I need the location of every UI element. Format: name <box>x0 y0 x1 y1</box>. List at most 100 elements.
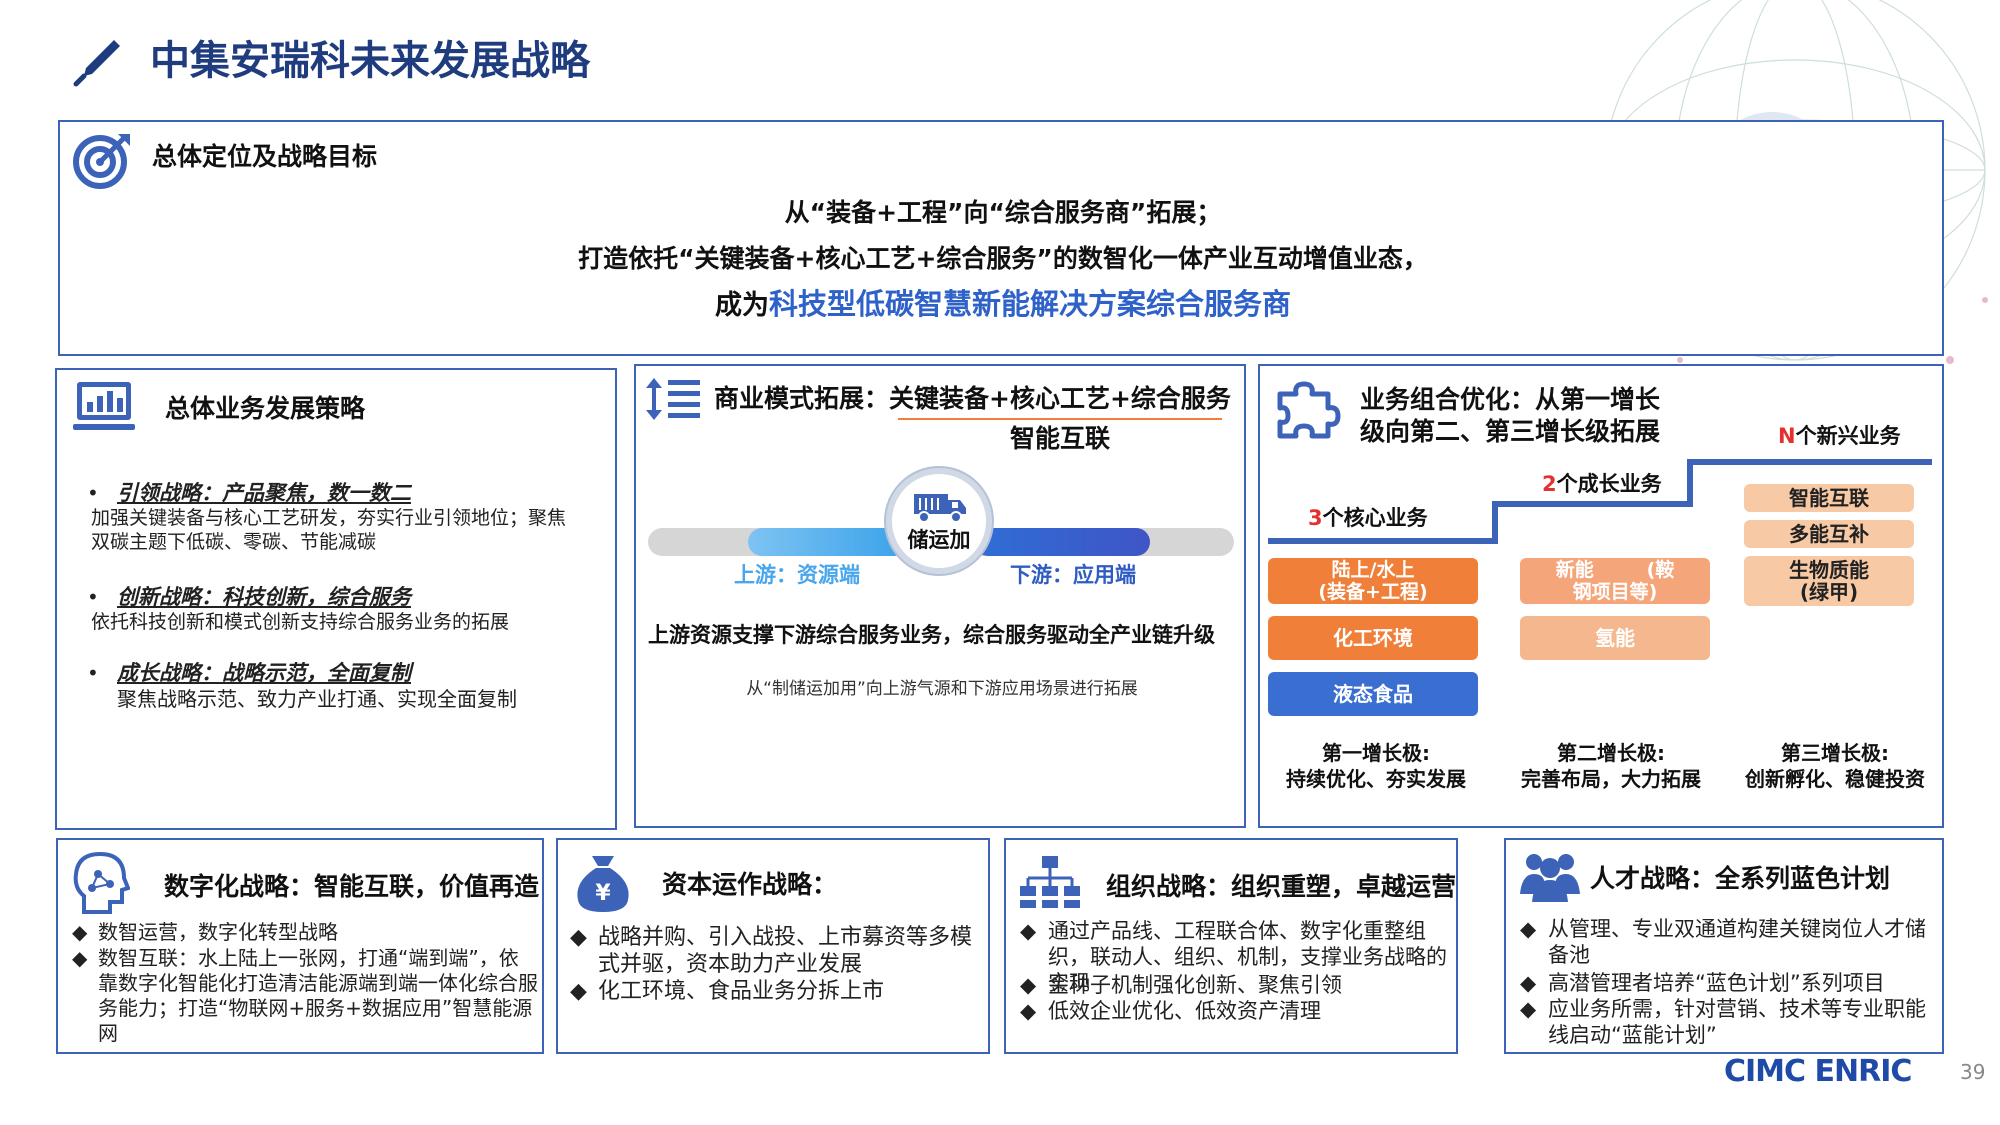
talent-title: 人才战略：全系列蓝色计划 <box>1590 864 1891 893</box>
business-model-panel: 商业模式拓展：关键装备+核心工艺+综合服务 智能互联 储运加 上游：资源端 下游… <box>634 364 1246 828</box>
stage2-footer: 第二增长极: 完善布局，大力拓展 <box>1500 740 1722 792</box>
capital-title: 资本运作战略： <box>662 870 838 899</box>
talent-item-text: 从管理、专业双通道构建关键岗位人才储备池 <box>1548 917 1926 967</box>
chain-upstream-bar <box>748 528 908 556</box>
digital-item-text: 数智互联：水上陆上一张网，打通“端到端”，依靠数字化智能化打造清洁能源端到端一体… <box>98 946 538 1045</box>
org-item-text: 金种子机制强化创新、聚焦引领 <box>1048 973 1342 997</box>
svg-text:¥: ¥ <box>595 881 611 906</box>
org-strategy-panel: 组织战略：组织重塑，卓越运营 ◆通过产品线、工程联合体、数字化重整组织，联动人、… <box>1004 838 1458 1054</box>
capital-item-text: 战略并购、引入战投、上市募资等多模式并驱，资本助力产业发展 <box>598 925 973 977</box>
stage1-item: 液态食品 <box>1268 672 1478 716</box>
positioning-line2: 打造依托“关键装备+核心工艺+综合服务”的数智化一体产业互动增值业态， <box>578 244 1428 273</box>
strategy-item: • 成长战略：战略示范，全面复制 聚焦战略示范、致力产业打通、实现全面复制 <box>87 660 605 712</box>
people-icon <box>1520 854 1580 902</box>
chart-icon <box>73 382 135 430</box>
stage2-count: 2 <box>1542 472 1557 496</box>
talent-strategy-panel: 人才战略：全系列蓝色计划 ◆从管理、专业双通道构建关键岗位人才储备池 ◆高潜管理… <box>1504 838 1944 1054</box>
truck-icon <box>914 494 966 523</box>
ai-head-icon <box>73 851 130 914</box>
stage3-item: 智能互联 <box>1744 484 1914 512</box>
downstream-label: 下游：应用端 <box>1010 563 1136 587</box>
title-underline <box>898 418 1222 420</box>
talent-item: ◆应业务所需，针对营销、技术等专业职能线启动“蓝能计划” <box>1520 996 1940 1048</box>
portfolio-title-line1: 业务组合优化：从第一增长 <box>1360 385 1661 414</box>
pen-icon <box>73 40 120 87</box>
stage2-text: 个成长业务 <box>1556 472 1662 496</box>
digital-item-text: 数智运营，数字化转型战略 <box>98 920 338 944</box>
stage1-count: 3 <box>1308 506 1323 530</box>
stage2-label: 2个成长业务 <box>1542 470 1662 498</box>
stage3-footer-title: 第三增长极: <box>1781 741 1889 765</box>
stage1-item: 陆上/水上 (装备+工程) <box>1268 558 1478 604</box>
business-strategy-panel: 总体业务发展策略 • 引领战略：产品聚焦，数一数二 加强关键装备与核心工艺研发，… <box>55 368 617 830</box>
page-number: 39 <box>1960 1060 1986 1084</box>
strategy-heading: 引领战略：产品聚焦，数一数二 <box>117 481 411 505</box>
stage3-count: N <box>1778 424 1796 448</box>
stage1-footer-text: 持续优化、夯实发展 <box>1286 767 1466 791</box>
positioning-line3-prefix: 成为 <box>714 290 769 321</box>
money-bag-icon: ¥ <box>577 856 629 912</box>
stage3-footer-text: 创新孵化、稳健投资 <box>1745 767 1925 791</box>
org-item: ◆通过产品线、工程联合体、数字化重整组织，联动人、组织、机制，支撑业务战略的实现 <box>1020 918 1456 996</box>
stage1-footer: 第一增长极: 持续优化、夯实发展 <box>1260 740 1492 792</box>
capital-item-text: 化工环境、食品业务分拆上市 <box>598 979 885 1004</box>
strategy-body: 加强关键装备与核心工艺研发，夯实行业引领地位；聚焦双碳主题下低碳、零碳、节能减碳 <box>91 507 567 553</box>
stage3-footer: 第三增长极: 创新孵化、稳健投资 <box>1728 740 1942 792</box>
org-item-text: 通过产品线、工程联合体、数字化重整组织，联动人、组织、机制，支撑业务战略的实现 <box>1048 919 1447 995</box>
talent-item-text: 高潜管理者培养“蓝色计划”系列项目 <box>1548 971 1885 995</box>
stage1-item: 化工环境 <box>1268 616 1478 660</box>
sort-list-icon <box>646 378 700 420</box>
strategy-item: • 创新战略：科技创新，综合服务 依托科技创新和模式创新支持综合服务业务的拓展 <box>87 584 605 634</box>
company-logo: CIMC ENRIC <box>1724 1054 1912 1089</box>
stage1-label: 3个核心业务 <box>1308 504 1428 532</box>
target-icon <box>73 134 130 189</box>
stage2-item: 氢能 <box>1520 616 1710 660</box>
business-model-title: 商业模式拓展：关键装备+核心工艺+综合服务 <box>714 384 1231 413</box>
positioning-title: 总体定位及战略目标 <box>152 142 378 171</box>
portfolio-title-line2: 级向第二、第三增长级拓展 <box>1360 417 1661 446</box>
positioning-panel: 总体定位及战略目标 从“装备+工程”向“综合服务商”拓展； 打造依托“关键装备+… <box>58 120 1944 356</box>
digital-strategy-panel: 数字化战略：智能互联，价值再造 ◆数智运营，数字化转型战略 ◆数智互联：水上陆上… <box>56 838 544 1054</box>
strategy-heading: 创新战略：科技创新，综合服务 <box>117 585 411 609</box>
stage2-footer-title: 第二增长极: <box>1557 741 1665 765</box>
org-chart-icon <box>1020 856 1080 908</box>
chain-downstream-bar <box>974 528 1150 556</box>
positioning-line1: 从“装备+工程”向“综合服务商”拓展； <box>784 198 1222 227</box>
talent-item-text: 应业务所需，针对营销、技术等专业职能线启动“蓝能计划” <box>1548 997 1926 1047</box>
talent-item: ◆从管理、专业双通道构建关键岗位人才储备池 <box>1520 916 1940 968</box>
page-title: 中集安瑞科未来发展战略 <box>150 38 590 84</box>
business-model-subtitle: 智能互联 <box>1010 424 1111 453</box>
strategy-item: • 引领战略：产品聚焦，数一数二 加强关键装备与核心工艺研发，夯实行业引领地位；… <box>87 480 605 554</box>
capital-item: ◆化工环境、食品业务分拆上市 <box>570 978 986 1005</box>
staircase-line <box>1268 459 1932 544</box>
business-model-summary: 上游资源支撑下游综合服务业务，综合服务驱动全产业链升级 <box>648 623 1215 647</box>
digital-title: 数字化战略：智能互联，价值再造 <box>164 872 540 901</box>
stage2-item: 新能 (鞍 钢项目等) <box>1520 558 1710 604</box>
stage3-text: 个新兴业务 <box>1795 424 1901 448</box>
positioning-line3: 成为科技型低碳智慧新能解决方案综合服务商 <box>60 286 1946 324</box>
digital-item: ◆数智互联：水上陆上一张网，打通“端到端”，依靠数字化智能化打造清洁能源端到端一… <box>72 946 538 1045</box>
digital-item: ◆数智运营，数字化转型战略 <box>72 920 538 945</box>
talent-item: ◆高潜管理者培养“蓝色计划”系列项目 <box>1520 970 1940 996</box>
org-item: ◆低效企业优化、低效资产清理 <box>1020 998 1456 1024</box>
portfolio-panel: 业务组合优化：从第一增长 级向第二、第三增长级拓展 3个核心业务 2个成长业务 … <box>1258 364 1944 828</box>
strategy-body: 依托科技创新和模式创新支持综合服务业务的拓展 <box>91 611 510 633</box>
center-label: 储运加 <box>907 528 971 552</box>
stage1-text: 个核心业务 <box>1322 506 1428 530</box>
stage3-label: N个新兴业务 <box>1778 422 1901 450</box>
stage3-item: 生物质能 (绿甲) <box>1744 556 1914 606</box>
org-item: ◆金种子机制强化创新、聚焦引领 <box>1020 972 1456 998</box>
business-strategy-title: 总体业务发展策略 <box>165 394 366 423</box>
org-title: 组织战略：组织重塑，卓越运营 <box>1106 872 1457 901</box>
puzzle-icon <box>1277 381 1341 439</box>
strategy-heading: 成长战略：战略示范，全面复制 <box>117 661 411 685</box>
positioning-highlight: 科技型低碳智慧新能解决方案综合服务商 <box>768 287 1291 321</box>
org-item-text: 低效企业优化、低效资产清理 <box>1048 999 1321 1023</box>
capital-item: ◆战略并购、引入战投、上市募资等多模式并驱，资本助力产业发展 <box>570 924 986 978</box>
stage2-footer-text: 完善布局，大力拓展 <box>1521 767 1701 791</box>
stage3-item: 多能互补 <box>1744 520 1914 548</box>
business-model-note: 从“制储运加用”向上游气源和下游应用场景进行拓展 <box>746 679 1138 699</box>
strategy-body: 聚焦战略示范、致力产业打通、实现全面复制 <box>117 687 517 711</box>
stage1-footer-title: 第一增长极: <box>1322 741 1430 765</box>
upstream-label: 上游：资源端 <box>734 563 860 587</box>
